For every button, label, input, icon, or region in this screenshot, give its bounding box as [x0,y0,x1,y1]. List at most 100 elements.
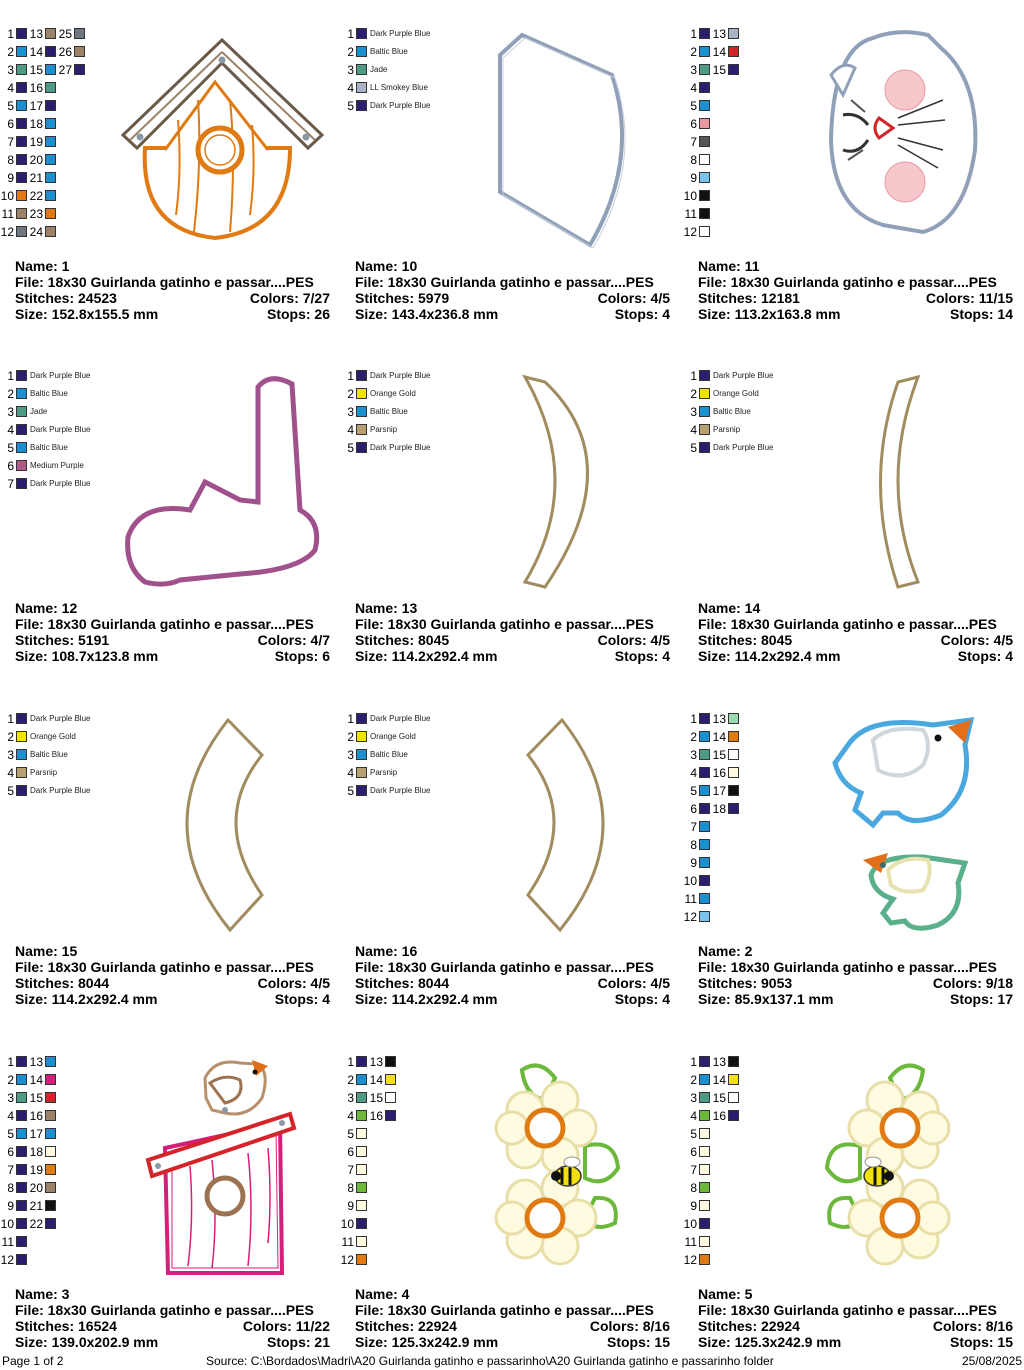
palette-index: 20 [29,1181,43,1195]
thread-swatch [356,1200,367,1211]
design-colors: Colors: 7/27 [249,290,330,306]
palette-index: 9 [347,1199,354,1213]
palette-index: 5 [347,99,354,113]
thread-name: Dark Purple Blue [370,443,431,452]
thread-swatch [45,1128,56,1139]
palette-index: 9 [690,171,697,185]
thread-swatch [16,442,27,453]
thread-name: Orange Gold [713,389,759,398]
palette-index: 13 [29,27,43,41]
design-name: Name: 3 [15,1286,70,1302]
palette-index: 22 [29,1217,43,1231]
palette-index: 4 [347,1109,354,1123]
palette-index: 3 [690,1091,697,1105]
thread-swatch [699,785,710,796]
palette-index: 12 [0,225,14,239]
thread-swatch [16,1164,27,1175]
design-colors: Colors: 11/22 [242,1318,330,1334]
thread-swatch [728,803,739,814]
palette-index: 15 [712,1091,726,1105]
thread-swatch [728,731,739,742]
palette-index: 8 [347,1181,354,1195]
thread-swatch [356,785,367,796]
design-file: File: 18x30 Guirlanda gatinho e passar..… [698,274,997,290]
thread-swatch [356,1182,367,1193]
palette-index: 16 [29,81,43,95]
design-artwork [683,685,1023,935]
palette-index: 12 [683,225,697,239]
thread-swatch [45,1182,56,1193]
design-name: Name: 16 [355,943,418,959]
thread-swatch [16,1200,27,1211]
thread-swatch [45,1056,56,1067]
design-name: Name: 5 [698,1286,753,1302]
thread-swatch [699,713,710,724]
design-stitches: Stitches: 22924 [698,1318,800,1334]
design-stitches: Stitches: 8045 [698,632,793,648]
design-stops: Stops: 4 [614,991,670,1007]
thread-swatch [45,100,56,111]
thread-swatch [699,226,710,237]
thread-name: Dark Purple Blue [370,371,431,380]
palette-index: 7 [7,1163,14,1177]
palette-index: 2 [690,730,697,744]
design-name: Name: 13 [355,600,418,616]
design-stitches: Stitches: 16524 [15,1318,117,1334]
thread-name: Baltic Blue [713,407,751,416]
palette-index: 3 [690,748,697,762]
palette-index: 15 [29,1091,43,1105]
palette-index: 4 [347,766,354,780]
palette-index: 12 [0,1253,14,1267]
thread-swatch [16,1236,27,1247]
thread-swatch [699,857,710,868]
thread-name: Jade [30,407,48,416]
design-file: File: 18x30 Guirlanda gatinho e passar..… [355,274,654,290]
design-stops: Stops: 14 [949,306,1013,322]
palette-index: 1 [347,369,354,383]
palette-index: 1 [7,1055,14,1069]
thread-swatch [699,1092,710,1103]
thread-swatch [699,1110,710,1121]
thread-swatch [45,172,56,183]
palette-index: 3 [690,63,697,77]
thread-swatch [385,1074,396,1085]
palette-index: 6 [690,1145,697,1159]
design-size: Size: 108.7x123.8 mm [15,648,159,664]
design-colors: Colors: 4/5 [597,290,670,306]
thread-swatch [356,731,367,742]
thread-swatch [16,713,27,724]
thread-swatch [699,1164,710,1175]
design-artwork [0,685,340,935]
palette-index: 2 [690,45,697,59]
thread-swatch [699,1056,710,1067]
palette-index: 6 [690,117,697,131]
palette-index: 8 [690,838,697,852]
design-colors: Colors: 4/5 [597,975,670,991]
thread-swatch [699,190,710,201]
thread-swatch [45,28,56,39]
thread-swatch [699,406,710,417]
palette-index: 5 [347,441,354,455]
design-name: Name: 4 [355,1286,410,1302]
palette-index: 6 [347,1145,354,1159]
thread-swatch [45,154,56,165]
flowers-bee-artwork [494,1063,621,1266]
thread-name: Dark Purple Blue [30,714,91,723]
design-artwork [340,342,680,592]
thread-swatch [16,749,27,760]
design-file: File: 18x30 Guirlanda gatinho e passar..… [15,274,314,290]
palette-index: 8 [690,153,697,167]
design-artwork [340,0,680,250]
thread-swatch [728,713,739,724]
design-stitches: Stitches: 22924 [355,1318,457,1334]
palette-index: 1 [347,27,354,41]
design-size: Size: 114.2x292.4 mm [15,991,158,1007]
palette-index: 10 [340,1217,354,1231]
thread-name: Baltic Blue [30,750,68,759]
thread-name: Dark Purple Blue [30,786,91,795]
thread-swatch [16,406,27,417]
design-artwork [683,1028,1023,1278]
